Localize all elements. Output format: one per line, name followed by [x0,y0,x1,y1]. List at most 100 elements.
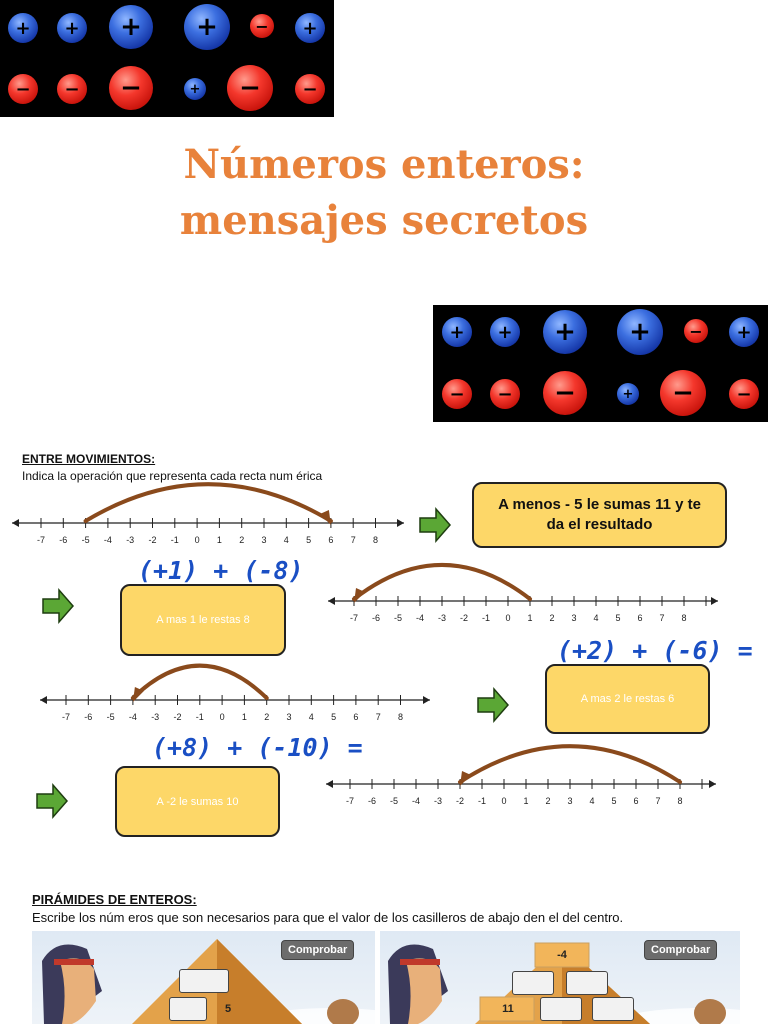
tick-label: 2 [545,796,550,806]
section2-instruction: Escribe los núm eros que son necesarios … [32,910,624,925]
comprobar-button[interactable]: Comprobar [281,940,355,960]
tick-label: 1 [523,796,528,806]
section2-heading: PIRÁMIDES DE ENTEROS: [32,892,197,907]
page-title: Números enteros: mensajes secretos [0,140,768,246]
tick-label: -7 [350,613,358,623]
section1-instruction: Indica la operación que representa cada … [22,469,323,483]
tick-label: -2 [460,613,468,623]
tick-label: 5 [615,613,620,623]
green-arrow-icon [419,507,451,543]
tick-label: -5 [394,613,402,623]
pyramid-cell-input[interactable] [566,971,608,995]
number-line-arrowhead-right [711,597,718,605]
pyramid-cell-value: 5 [224,1003,232,1015]
tick-label: -4 [416,613,424,623]
tick-label: -2 [173,712,181,722]
tick-label: 7 [659,613,664,623]
tick-label: 3 [571,613,576,623]
tick-label: -3 [438,613,446,623]
negative-ion-icon: − [57,74,87,104]
number-line-arrowhead-left [40,696,47,704]
positive-ion-icon: + [57,13,87,43]
negative-ion-icon: − [109,66,153,110]
number-line-arrowhead-right [709,780,716,788]
green-arrow-icon [42,588,74,624]
handwritten-answer-3: (+8) + (-10) = -2 [152,733,375,762]
ion-panel-top: + + + + − + − − − + − − [0,0,334,117]
pyramid-cell-input[interactable] [512,971,554,995]
tick-label: 3 [261,535,266,545]
pyramid-cell-input[interactable] [169,997,207,1021]
positive-ion-icon: + [490,317,520,347]
tick-label: -3 [151,712,159,722]
answer-box-1: A menos - 5 le sumas 11 y te da el resul… [472,482,727,548]
tick-label: -7 [62,712,70,722]
jump-arc [130,663,269,700]
tick-label: -3 [126,535,134,545]
handwritten-text: (+8) + (-10) = -2 [152,733,375,762]
tick-label: 6 [328,535,333,545]
answer-box-3: A mas 2 le restas 6 [545,664,710,734]
pyramid-cell-input[interactable] [540,997,582,1021]
handwritten-answer-1: (+1) + (-8) = -7 [138,556,311,585]
positive-ion-icon: + [543,310,587,354]
number-line-arrowhead-right [397,519,404,527]
pyramid-game-1: Comprobar 5 [32,931,375,1024]
tick-label: -6 [372,613,380,623]
tick-label: 3 [567,796,572,806]
negative-ion-icon: − [295,74,325,104]
pyramid-cell-input[interactable] [179,969,229,993]
tick-label: 8 [373,535,378,545]
jump-arc-arrowhead [132,687,144,702]
handwritten-text: (+2) + (-6) = -4 [557,636,765,665]
tick-label: 8 [681,613,686,623]
negative-ion-icon: − [684,319,708,343]
tick-label: 2 [264,712,269,722]
tick-label: 7 [655,796,660,806]
tick-label: 6 [353,712,358,722]
tick-label: -5 [390,796,398,806]
negative-ion-icon: − [442,379,472,409]
tick-label: 8 [398,712,403,722]
title-line-2: mensajes secretos [179,197,589,244]
pyramid-cell-value: 11 [502,1003,514,1015]
number-line-arrowhead-right [423,696,430,704]
tick-label: 1 [527,613,532,623]
tick-label: -4 [412,796,420,806]
comprobar-button[interactable]: Comprobar [644,940,718,960]
tick-label: 8 [677,796,682,806]
green-arrow-icon [477,687,509,723]
tick-label: 2 [549,613,554,623]
tick-label: -1 [196,712,204,722]
tick-label: -6 [368,796,376,806]
tick-label: 0 [195,535,200,545]
tick-label: 7 [351,535,356,545]
tick-label: -1 [478,796,486,806]
ion-panel-right: + + + + − + − − − + − − [433,305,768,422]
tick-label: 0 [505,613,510,623]
positive-ion-icon: + [617,309,663,355]
pyramid-cell-input[interactable] [592,997,634,1021]
tick-label: -3 [434,796,442,806]
jump-arc [83,482,333,523]
tick-label: 0 [501,796,506,806]
negative-ion-icon: − [8,74,38,104]
tick-label: 0 [220,712,225,722]
green-arrow-icon [36,783,68,819]
tick-label: 4 [593,613,598,623]
handwritten-answer-2: (+2) + (-6) = -4 [557,636,765,665]
tick-label: 4 [284,535,289,545]
tick-label: 6 [633,796,638,806]
tick-label: 4 [309,712,314,722]
pyramid-cell-value: -4 [557,949,567,961]
negative-ion-icon: − [543,371,587,415]
positive-ion-icon: + [729,317,759,347]
tick-label: 1 [217,535,222,545]
jump-arc [352,563,532,601]
tick-label: -4 [104,535,112,545]
section1-heading: ENTRE MOVIMIENTOS: [22,452,156,466]
tick-label: -2 [456,796,464,806]
tick-label: -7 [346,796,354,806]
number-line-arrowhead-left [326,780,333,788]
handwritten-text: (+1) + (-8) = -7 [138,556,311,585]
